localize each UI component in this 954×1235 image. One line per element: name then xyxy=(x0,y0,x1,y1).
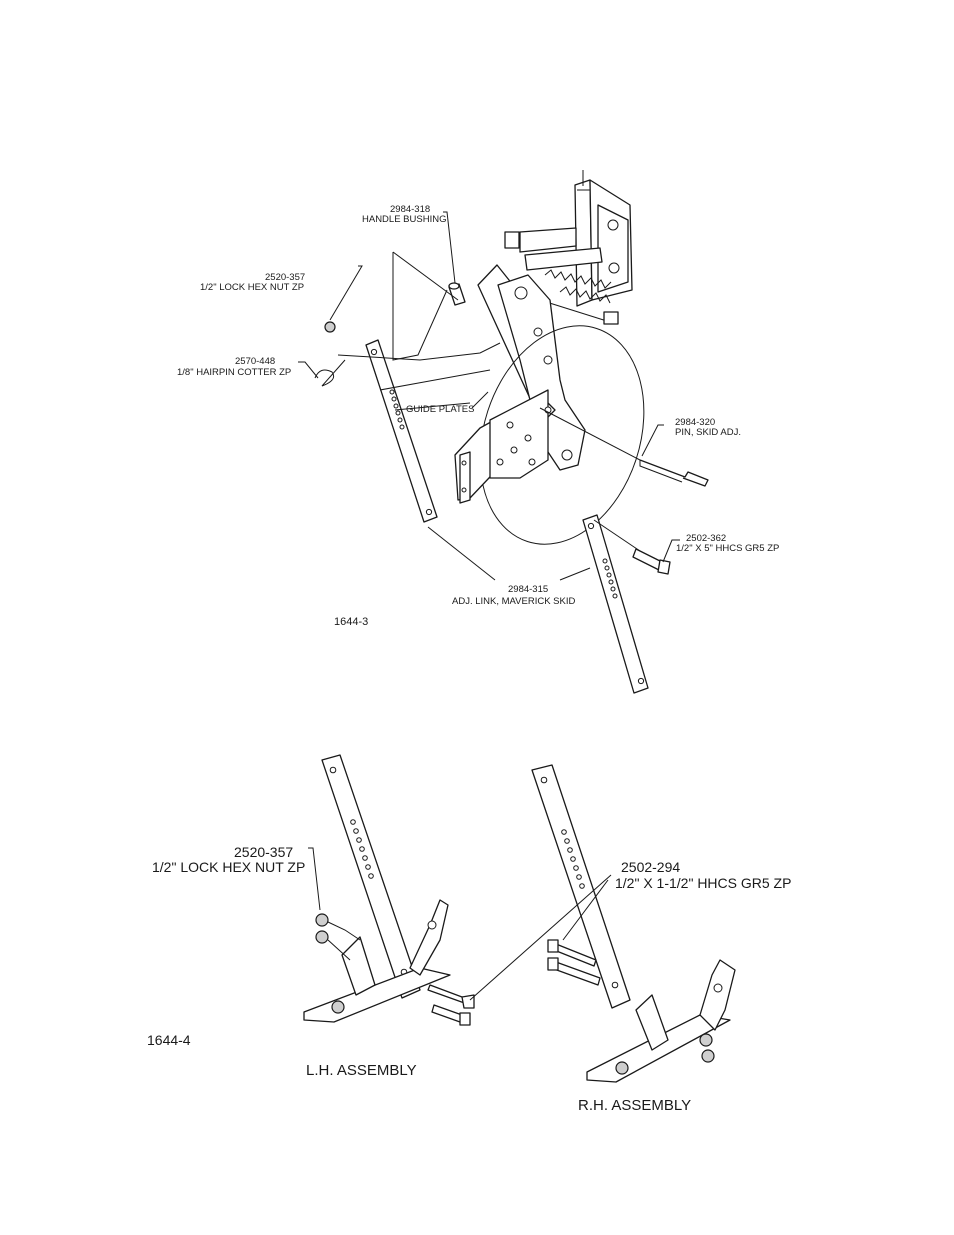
hairpin-number: 2570-448 xyxy=(235,356,275,367)
bolt-number-lower: 2502-294 xyxy=(621,859,680,875)
bolt-name-lower: 1/2" X 1-1/2" HHCS GR5 ZP xyxy=(615,875,791,891)
handle-bushing-name: HANDLE BUSHING xyxy=(362,214,446,225)
lh-assembly-title: L.H. ASSEMBLY xyxy=(306,1062,417,1079)
rh-assembly-drawing xyxy=(532,765,735,1082)
figure-id-1644-4: 1644-4 xyxy=(147,1032,191,1048)
upper-labels: 2984-318 HANDLE BUSHING 2520-357 1/2" LO… xyxy=(177,204,779,628)
nut-name: 1/2" LOCK HEX NUT ZP xyxy=(152,859,305,875)
figure-id-1644-3: 1644-3 xyxy=(334,616,368,628)
pin-name: PIN, SKID ADJ. xyxy=(675,427,741,438)
hairpin-cotter-part xyxy=(315,360,345,386)
lh-assembly-drawing xyxy=(304,755,474,1025)
skid-adjust-pin xyxy=(640,460,708,486)
rh-assembly-title: R.H. ASSEMBLY xyxy=(578,1097,691,1114)
lower-labels: 2520-357 1/2" LOCK HEX NUT ZP 2502-294 1… xyxy=(147,844,791,1114)
nut-number: 2520-357 xyxy=(234,844,293,860)
guide-plates-label: GUIDE PLATES xyxy=(406,404,474,415)
right-adjustable-link xyxy=(583,515,648,693)
hhcs-bolt-part xyxy=(633,549,670,574)
hairpin-name: 1/8" HAIRPIN COTTER ZP xyxy=(177,367,291,378)
link-number: 2984-315 xyxy=(508,584,548,595)
handle-bushing-part xyxy=(449,283,465,305)
left-adjustable-link xyxy=(366,340,437,522)
upper-assembly-drawing xyxy=(298,170,708,693)
lock-nut-part xyxy=(325,322,335,332)
link-name: ADJ. LINK, MAVERICK SKID xyxy=(452,596,575,607)
lock-nut-name: 1/2" LOCK HEX NUT ZP xyxy=(200,282,304,293)
bolt-name: 1/2" X 5" HHCS GR5 ZP xyxy=(676,543,779,554)
